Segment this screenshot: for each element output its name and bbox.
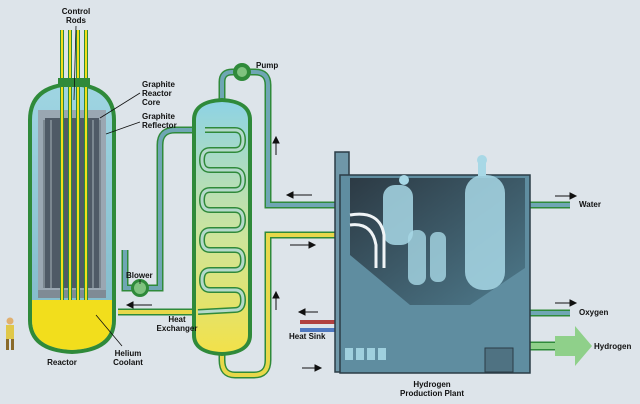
label-graphite-reflector-1: Graphite [142,112,175,121]
label-oxygen: Oxygen [579,308,608,317]
label-graphite-core-1: Graphite [142,80,175,89]
hydrogen-output-arrow [555,326,592,366]
hydrogen-production-plant [334,151,531,374]
pump [233,63,251,81]
label-water: Water [579,200,601,209]
helium-coolant-plenum [32,300,112,350]
label-graphite-reflector-2: Reflector [142,121,177,130]
flow-arrows [125,135,578,372]
label-hydrogen-plant-2: Production Plant [400,389,464,398]
label-graphite-core-3: Core [142,98,161,107]
label-blower: Blower [126,271,153,280]
label-helium-coolant-1: Helium [115,349,142,358]
label-heat-sink: Heat Sink [289,332,326,341]
label-heat-exchanger-2: Exchanger [157,324,198,333]
label-hydrogen: Hydrogen [594,342,631,351]
label-hydrogen-plant-1: Hydrogen [413,380,450,389]
person-figure [6,317,14,350]
blower [131,279,149,297]
label-reactor: Reactor [47,358,77,367]
label-heat-exchanger-1: Heat [168,315,186,324]
label-graphite-core-2: Reactor [142,89,172,98]
leader-lines [73,25,141,347]
control-rods [43,30,101,300]
label-pump: Pump [256,61,278,70]
heat-exchanger [192,98,252,356]
label-control-rods-2: Rods [66,16,87,25]
label-helium-coolant-2: Coolant [113,358,143,367]
label-control-rods-1: Control [62,7,90,16]
piping [118,68,570,379]
